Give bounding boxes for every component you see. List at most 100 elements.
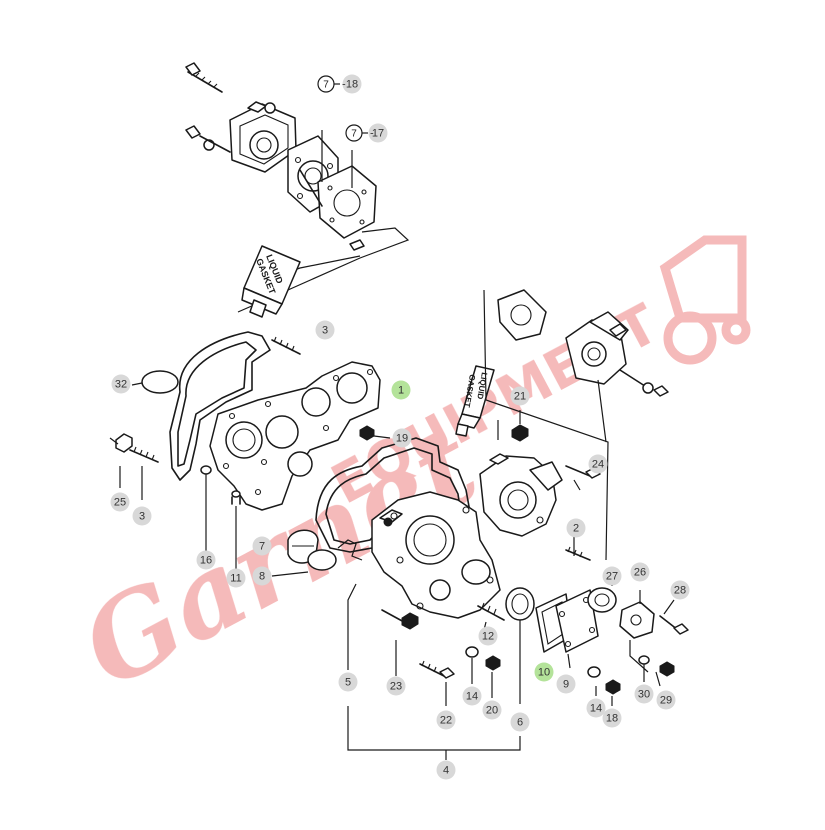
callout-label: 2 [573,523,579,535]
cover-9 [555,589,599,669]
bolt-29 [659,661,675,677]
callout-23: 23 [386,676,406,696]
callout-bubble [111,374,131,394]
callout-label: 3 [139,511,145,523]
callout-24: 24 [588,454,608,474]
washer-30 [638,655,650,682]
callout-bubble [534,662,554,682]
callout-bubble [670,580,690,600]
callout-19: 19 [392,428,412,448]
callout-label: 1 [398,385,404,397]
callout-label: 5 [345,677,351,689]
callout-bubble [566,518,586,538]
callout-label: 21 [514,391,526,403]
callout-bubble [436,710,456,730]
callout-bubble [342,74,362,94]
circled-mark-17: 7 [345,124,368,142]
callout-label: 27 [606,571,618,583]
callout-bubble [252,536,272,556]
callout-bubble [338,672,358,692]
bolt-21 [497,410,529,442]
callout-label: 18 [346,79,358,91]
callout-4: 4 [436,760,456,780]
o-ring-bracket [337,539,363,561]
callout-30: 30 [634,684,654,704]
gear-case-hole-a [225,421,263,459]
stud-2 [565,546,591,561]
callout-label: 10 [538,667,550,679]
callout-bubble [634,684,654,704]
circled-mark-18: 7 [317,75,340,93]
injection-pump-top [229,101,297,173]
callout-label: 17 [372,128,384,140]
callout-label: 4 [443,765,449,777]
callout-label: 28 [674,585,686,597]
nut-25 [115,433,133,453]
callout-7: 7 [252,536,272,556]
callout-label: 32 [115,379,127,391]
callout-label: 29 [660,695,672,707]
dowel-pin-16 [200,465,212,548]
callout-28: 28 [670,580,690,600]
callout-9: 9 [556,674,576,694]
bolt-top-left [185,62,223,93]
washer-14 [465,646,479,684]
leader-5 [347,583,357,670]
callout-14: 14 [586,698,606,718]
callout-bubble [588,454,608,474]
callout-5: 5 [338,672,358,692]
callout-3: 3 [315,320,335,340]
callout-bubble [132,506,152,526]
callout-bubble [602,566,622,586]
callout-bubble [656,690,676,710]
callout-bubble [368,123,388,143]
stud-12 [477,602,505,621]
callout-27: 27 [602,566,622,586]
callout-3: 3 [132,506,152,526]
bolt-20 [485,655,501,698]
callout-2: 2 [566,518,586,538]
callout-18: 18 [602,708,622,728]
callout-bubble [436,760,456,780]
oil-seal-6 [505,587,535,704]
callout-1: 1 [391,380,411,400]
callout-label: 25 [114,497,126,509]
callout-bubble [110,492,130,512]
o-ring-8 [271,549,337,577]
callout-label: 30 [638,689,650,701]
callout-bubble [630,562,650,582]
circled-mark-17-symbol: 7 [351,129,357,140]
callout-label: 23 [390,681,402,693]
watermark-tractor-icon [659,235,751,365]
callout-6: 6 [510,712,530,732]
stud-bolt-3-upper [271,336,301,355]
callout-16: 16 [196,550,216,570]
callout-8: 8 [252,566,272,586]
o-ring-32 [141,370,179,394]
bolt-right-pump [619,369,669,397]
callout-label: 12 [482,631,494,643]
pump-stud-bolts [299,169,365,251]
callout-bubble [510,386,530,406]
callout-20: 20 [482,700,502,720]
callout-29: 29 [656,690,676,710]
callout-bubble [478,626,498,646]
callout-label: 26 [634,567,646,579]
callout-bubble [462,686,482,706]
gasket-27 [587,587,617,613]
callout-label: 22 [440,715,452,727]
watermark: Garnet EQUIPMENT [62,235,751,713]
gear-case-hole-e [287,451,313,477]
gear-case-plate-1 [209,361,381,511]
callout-bubble [391,380,411,400]
callout-label: 16 [200,555,212,567]
gear-case-gasket-outline [169,331,271,481]
bolt-pump-left [185,125,231,153]
gasket-right-top [497,289,547,341]
callout-26: 26 [630,562,650,582]
washer-14-right [587,666,601,678]
circled-mark-18-symbol: 7 [323,80,329,91]
callout-label: 11 [230,573,241,585]
